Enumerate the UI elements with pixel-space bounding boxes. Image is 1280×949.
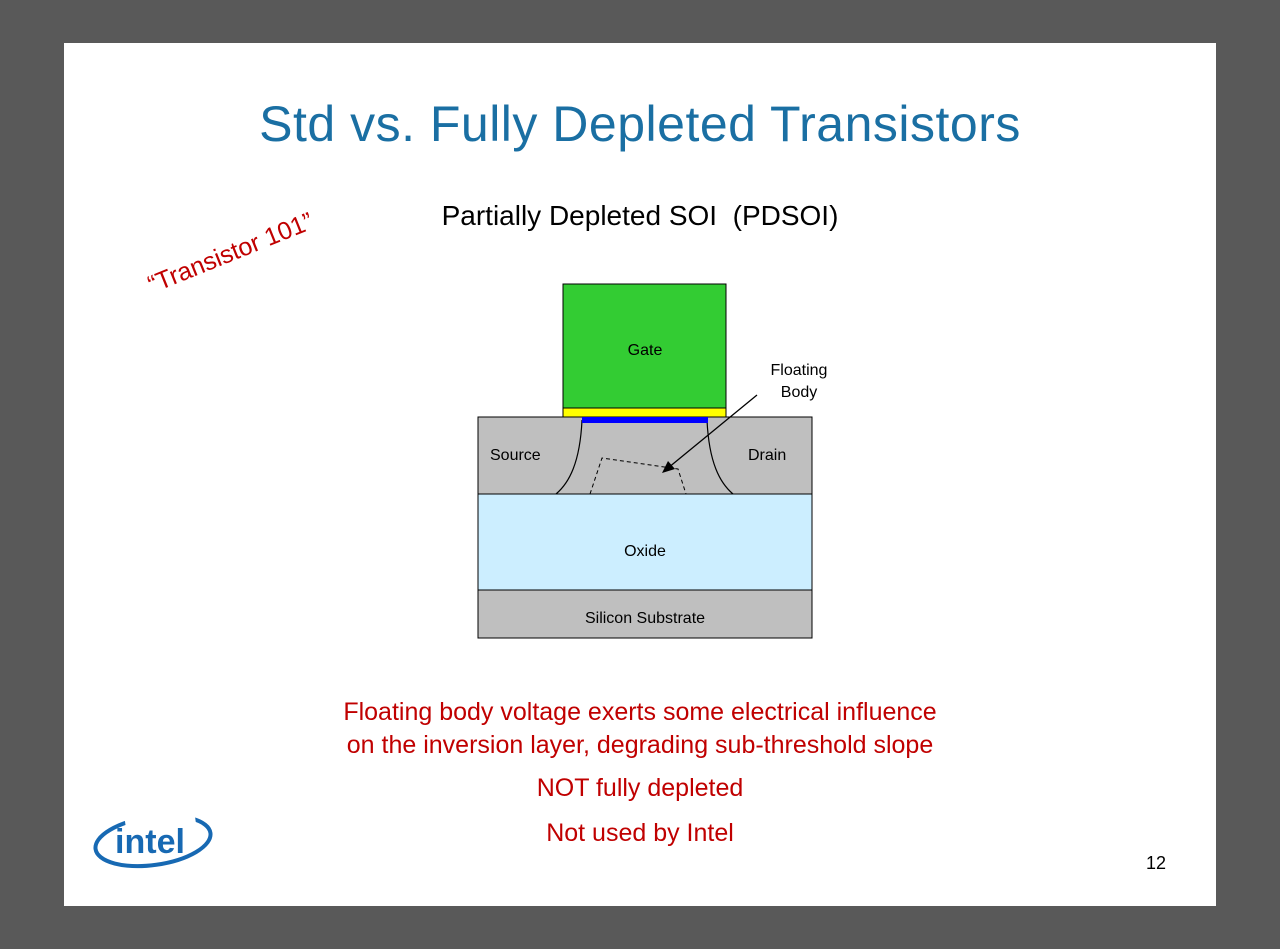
caption-line2: on the inversion layer, degrading sub-th… <box>346 731 934 759</box>
oxide-label: Oxide <box>624 543 666 560</box>
slide: Std vs. Fully Depleted Transistors Parti… <box>64 43 1216 906</box>
source-label: Source <box>490 447 541 464</box>
caption-not-fully-depleted: NOT fully depleted <box>536 774 744 802</box>
pdsoi-diagram: Gate Floating Body Source Drain Oxide Si… <box>477 283 828 639</box>
slide-subtitle: Partially Depleted SOI (PDSOI) <box>441 200 839 231</box>
gate-label: Gate <box>628 342 663 359</box>
caption-not-used: Not used by Intel <box>546 819 734 847</box>
floating-body-arrow-head <box>662 461 675 473</box>
caption-line1: Floating body voltage exerts some electr… <box>343 698 937 726</box>
intel-logo: intel <box>93 811 213 869</box>
gate-block <box>562 283 727 409</box>
floating-body-arrow-line <box>667 394 758 469</box>
floating-label-line1: Floating <box>771 362 828 379</box>
page-number: 12 <box>1146 853 1167 873</box>
slide-title: Std vs. Fully Depleted Transistors <box>259 96 1021 152</box>
inversion-channel <box>582 417 708 423</box>
silicon-body-layer <box>477 416 813 495</box>
source-junction-curve <box>555 419 583 495</box>
depletion-region-outline <box>589 457 687 495</box>
intel-logo-text: intel <box>115 823 185 861</box>
gate-oxide-layer <box>562 407 727 418</box>
drain-label: Drain <box>748 447 786 464</box>
substrate-layer <box>477 589 813 639</box>
caption-floating-body: Floating body voltage exerts some electr… <box>64 696 1216 762</box>
drain-junction-curve <box>706 419 734 495</box>
substrate-label: Silicon Substrate <box>585 610 705 627</box>
oxide-layer <box>477 493 813 591</box>
floating-label-line2: Body <box>781 384 817 401</box>
